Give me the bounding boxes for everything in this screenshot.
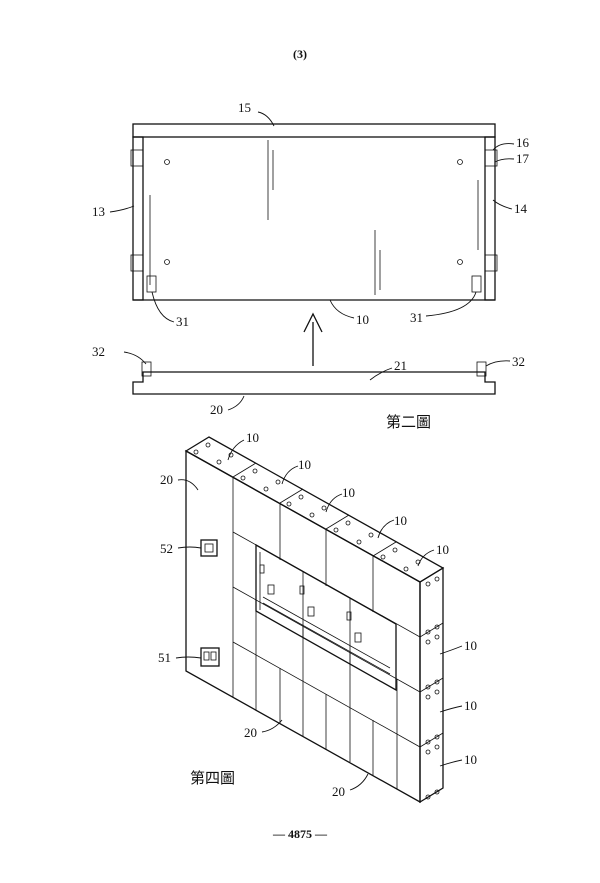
label-10-e: 10	[436, 542, 449, 557]
label-32-left: 32	[92, 344, 105, 359]
label-10-r1: 10	[464, 638, 477, 653]
label-15: 15	[238, 100, 251, 115]
left-wall-13	[133, 137, 143, 300]
bottom-plate-21	[133, 372, 495, 394]
label-10-r3: 10	[464, 752, 477, 767]
right-wall-14	[485, 137, 495, 300]
label-31-right: 31	[410, 310, 423, 325]
label-20-mid: 20	[244, 725, 257, 740]
label-10: 10	[356, 312, 369, 327]
top-face	[186, 437, 443, 582]
pin-31-left	[147, 276, 156, 292]
label-16: 16	[516, 135, 530, 150]
connector-52	[201, 540, 217, 556]
label-52: 52	[160, 541, 173, 556]
figure-4-caption: 第四圖	[190, 769, 235, 787]
top-wall-15	[133, 124, 495, 137]
label-31-left: 31	[176, 314, 189, 329]
label-10-r2: 10	[464, 698, 477, 713]
label-10-d: 10	[394, 513, 407, 528]
label-10-c: 10	[342, 485, 355, 500]
label-10-b: 10	[298, 457, 311, 472]
figure-2-caption: 第二圖	[386, 413, 431, 431]
page-footer: — 4875 —	[272, 827, 328, 841]
display-panel-10	[143, 137, 485, 300]
label-32-right: 32	[512, 354, 525, 369]
label-13: 13	[92, 204, 105, 219]
label-17: 17	[516, 151, 530, 166]
label-14: 14	[514, 201, 528, 216]
figure-4: 10 10 10 10 10 20 52 51 10 10 10 20 20 第…	[158, 430, 477, 802]
label-20: 20	[210, 402, 223, 417]
label-21: 21	[394, 358, 407, 373]
label-20-bottom: 20	[332, 784, 345, 799]
pin-31-right	[472, 276, 481, 292]
label-20-top: 20	[160, 472, 173, 487]
figure-2: 15 16 17 13 14 31 10 31 32 21 32 20 第二圖	[92, 100, 530, 431]
label-10-a: 10	[246, 430, 259, 445]
page-header: (3)	[293, 47, 307, 61]
label-51: 51	[158, 650, 171, 665]
